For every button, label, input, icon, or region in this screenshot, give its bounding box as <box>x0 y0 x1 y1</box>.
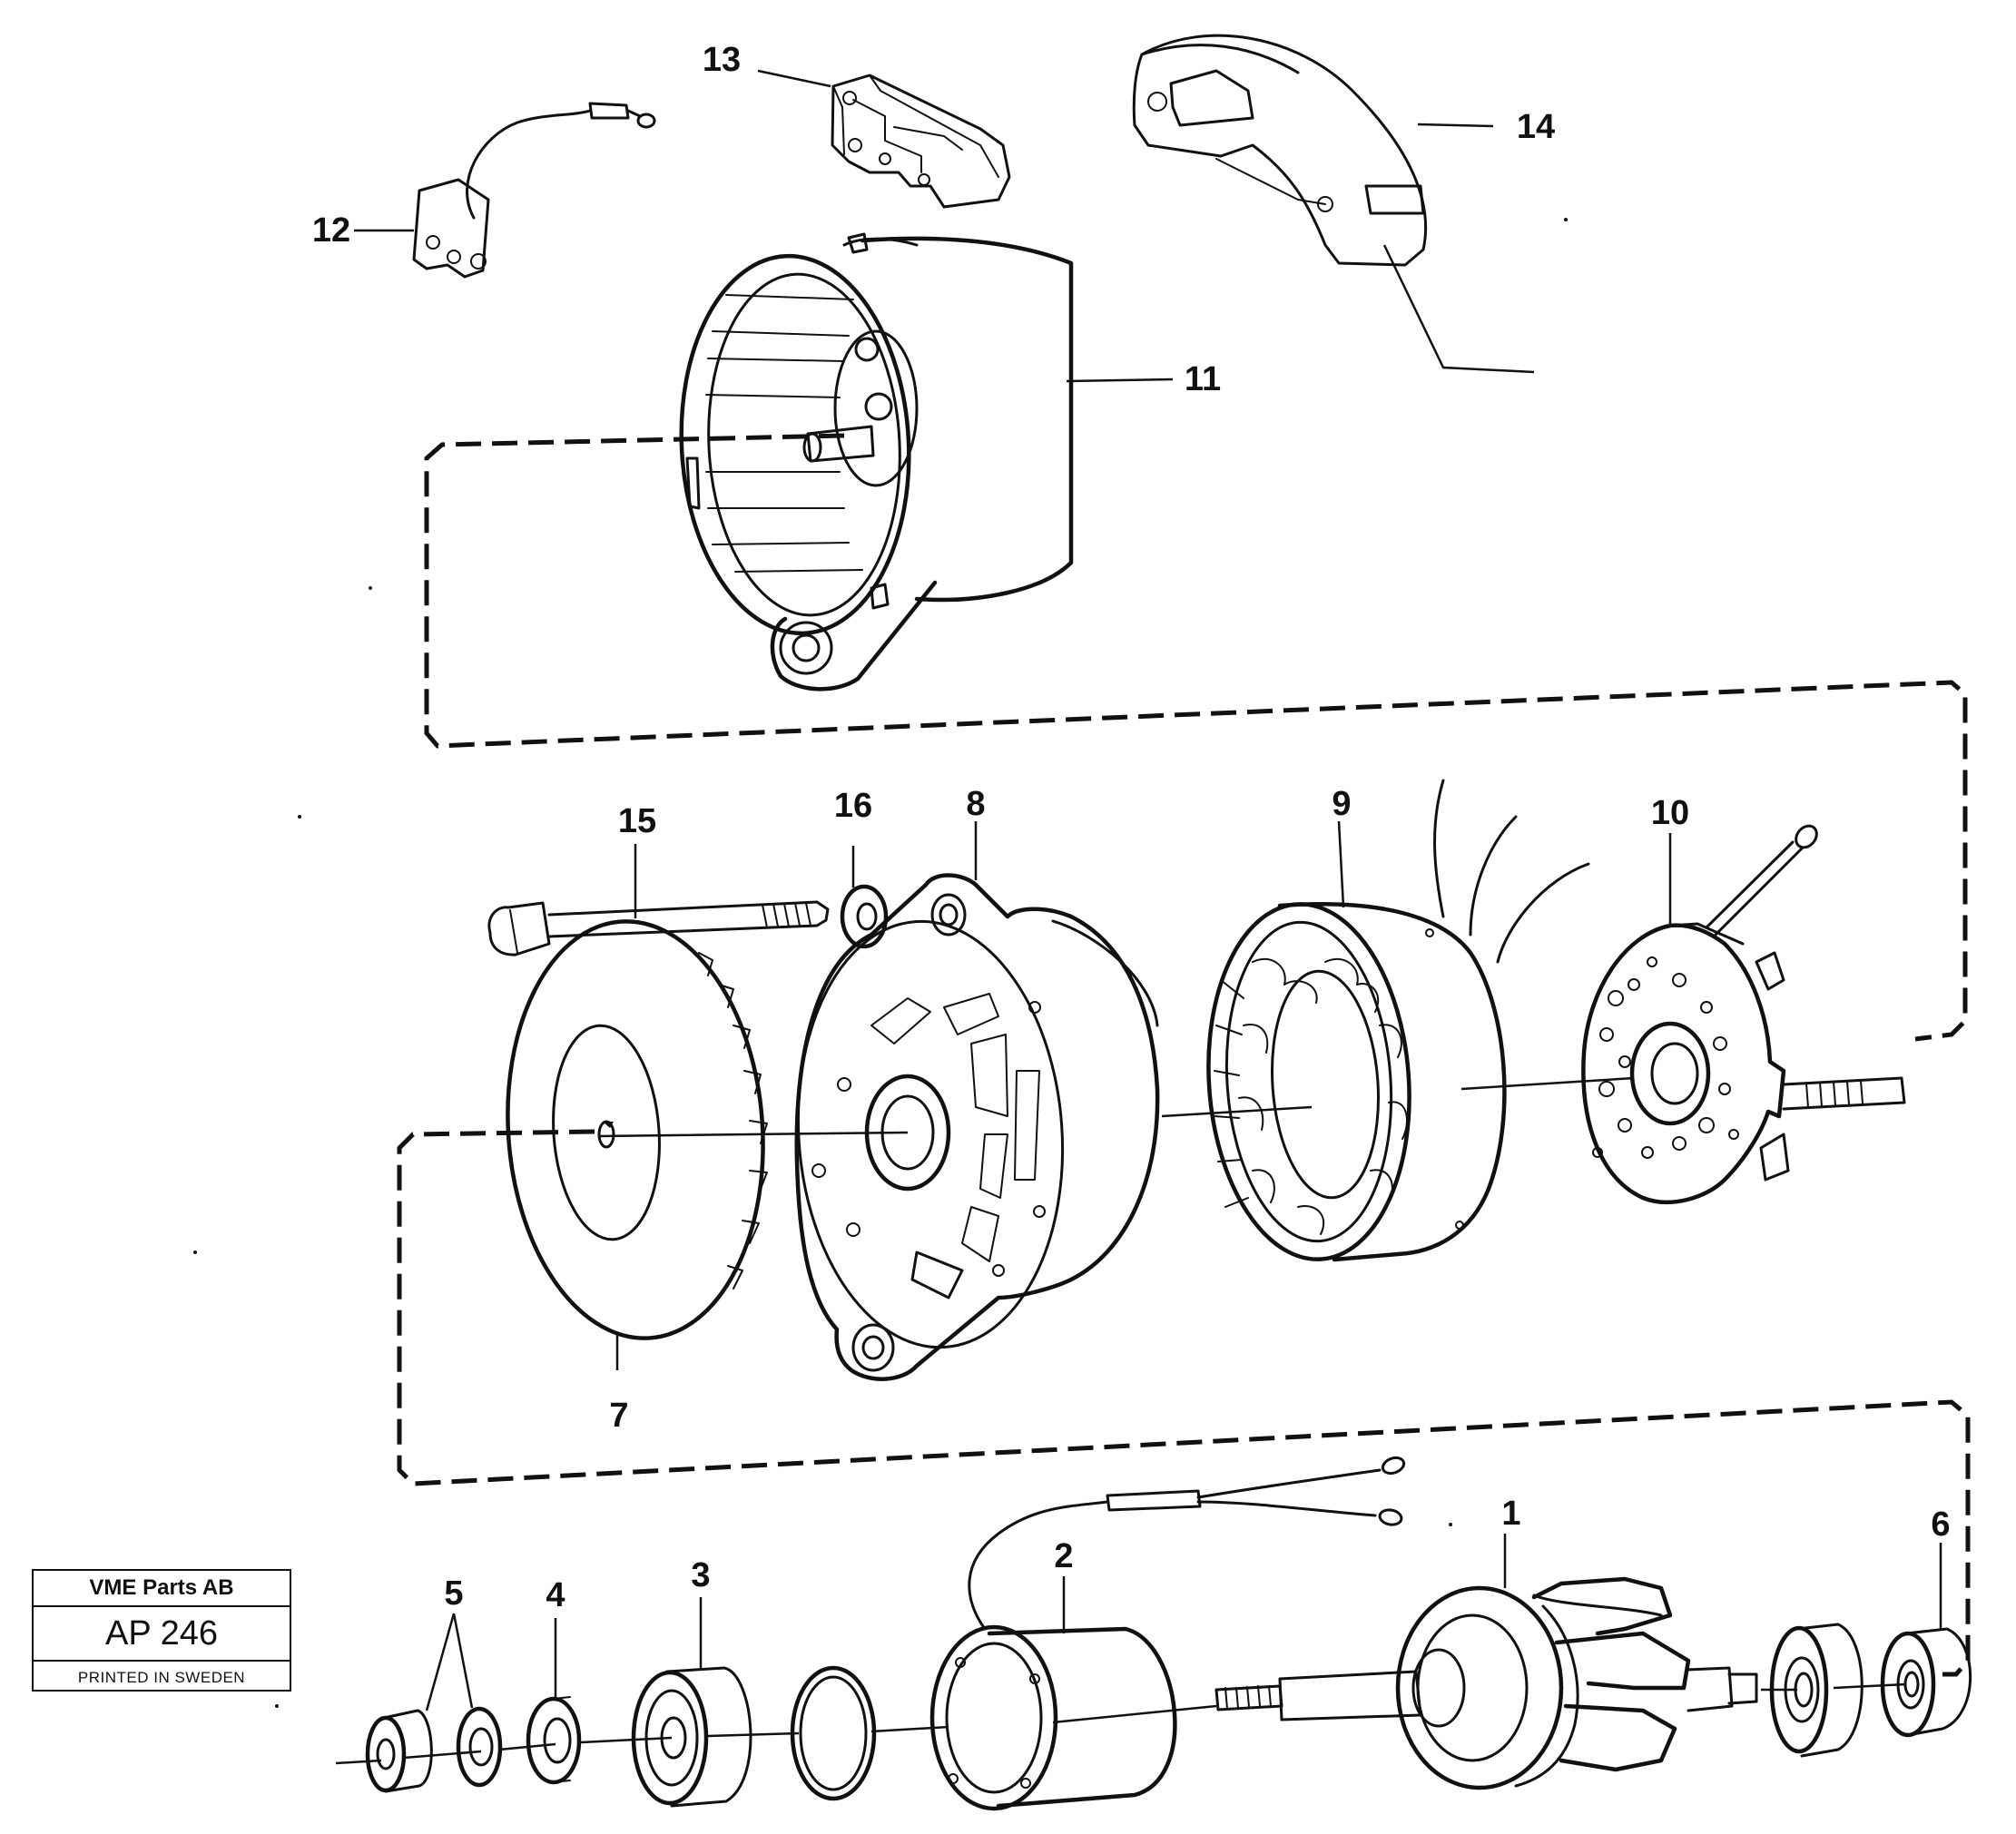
stamp-printed: PRINTED IN SWEDEN <box>77 1668 246 1686</box>
label-part-3: 3 <box>691 1556 710 1594</box>
speck <box>193 1250 197 1254</box>
part-11-rear-housing <box>679 232 1074 691</box>
label-part-11: 11 <box>1185 360 1221 398</box>
label-part-10: 10 <box>1651 794 1689 832</box>
label-part-6: 6 <box>1931 1505 1950 1544</box>
label-part-13: 13 <box>703 41 741 79</box>
part-10-rectifier <box>1581 824 1906 1205</box>
part-1-rotor <box>1215 1576 1758 1790</box>
part-5-spacer-b <box>456 1706 503 1788</box>
label-part-8: 8 <box>966 785 985 823</box>
leader-lines <box>354 69 1942 1711</box>
part-15-through-bolt <box>487 900 830 956</box>
speck <box>298 815 301 819</box>
stamp-code: AP 246 <box>34 1607 290 1662</box>
label-part-12: 12 <box>312 211 350 250</box>
ring <box>790 1665 877 1801</box>
label-part-16: 16 <box>834 787 872 825</box>
dashed-assembly-line-lower <box>397 1129 1971 1677</box>
speck <box>369 586 372 590</box>
part-3-ball-bearing <box>631 1666 752 1808</box>
part-16-washer <box>840 884 889 949</box>
label-part-4: 4 <box>546 1576 565 1614</box>
part-8-front-housing <box>794 873 1160 1381</box>
axis-line-bottom <box>335 1682 1907 1765</box>
title-stamp: VME Parts AB AP 246 PRINTED IN SWEDEN <box>32 1569 291 1692</box>
label-part-5: 5 <box>444 1574 463 1613</box>
part-12-terminal-with-cable <box>412 102 656 279</box>
label-part-2: 2 <box>1054 1537 1073 1575</box>
part-6-bearing <box>1880 1627 1972 1738</box>
speck <box>1564 218 1568 221</box>
axis-line-middle <box>598 1076 1635 1138</box>
part-9-stator <box>1206 779 1590 1262</box>
part-5-spacer-a <box>365 1709 433 1793</box>
part-4-seal <box>526 1696 582 1785</box>
dashed-assembly-line-upper <box>424 433 1968 1042</box>
part-7-pulley-fan <box>506 919 768 1340</box>
stamp-company: VME Parts AB <box>34 1571 290 1607</box>
part-14-cover <box>1132 34 1428 267</box>
label-part-9: 9 <box>1332 785 1351 823</box>
speck <box>1449 1523 1452 1526</box>
label-part-7: 7 <box>609 1397 628 1435</box>
label-part-1: 1 <box>1501 1495 1520 1533</box>
label-part-15: 15 <box>618 802 656 840</box>
part-2-slip-ring-housing <box>929 1456 1406 1811</box>
label-part-14: 14 <box>1517 108 1555 146</box>
part-13-voltage-regulator <box>831 74 1011 209</box>
speck <box>275 1704 279 1708</box>
